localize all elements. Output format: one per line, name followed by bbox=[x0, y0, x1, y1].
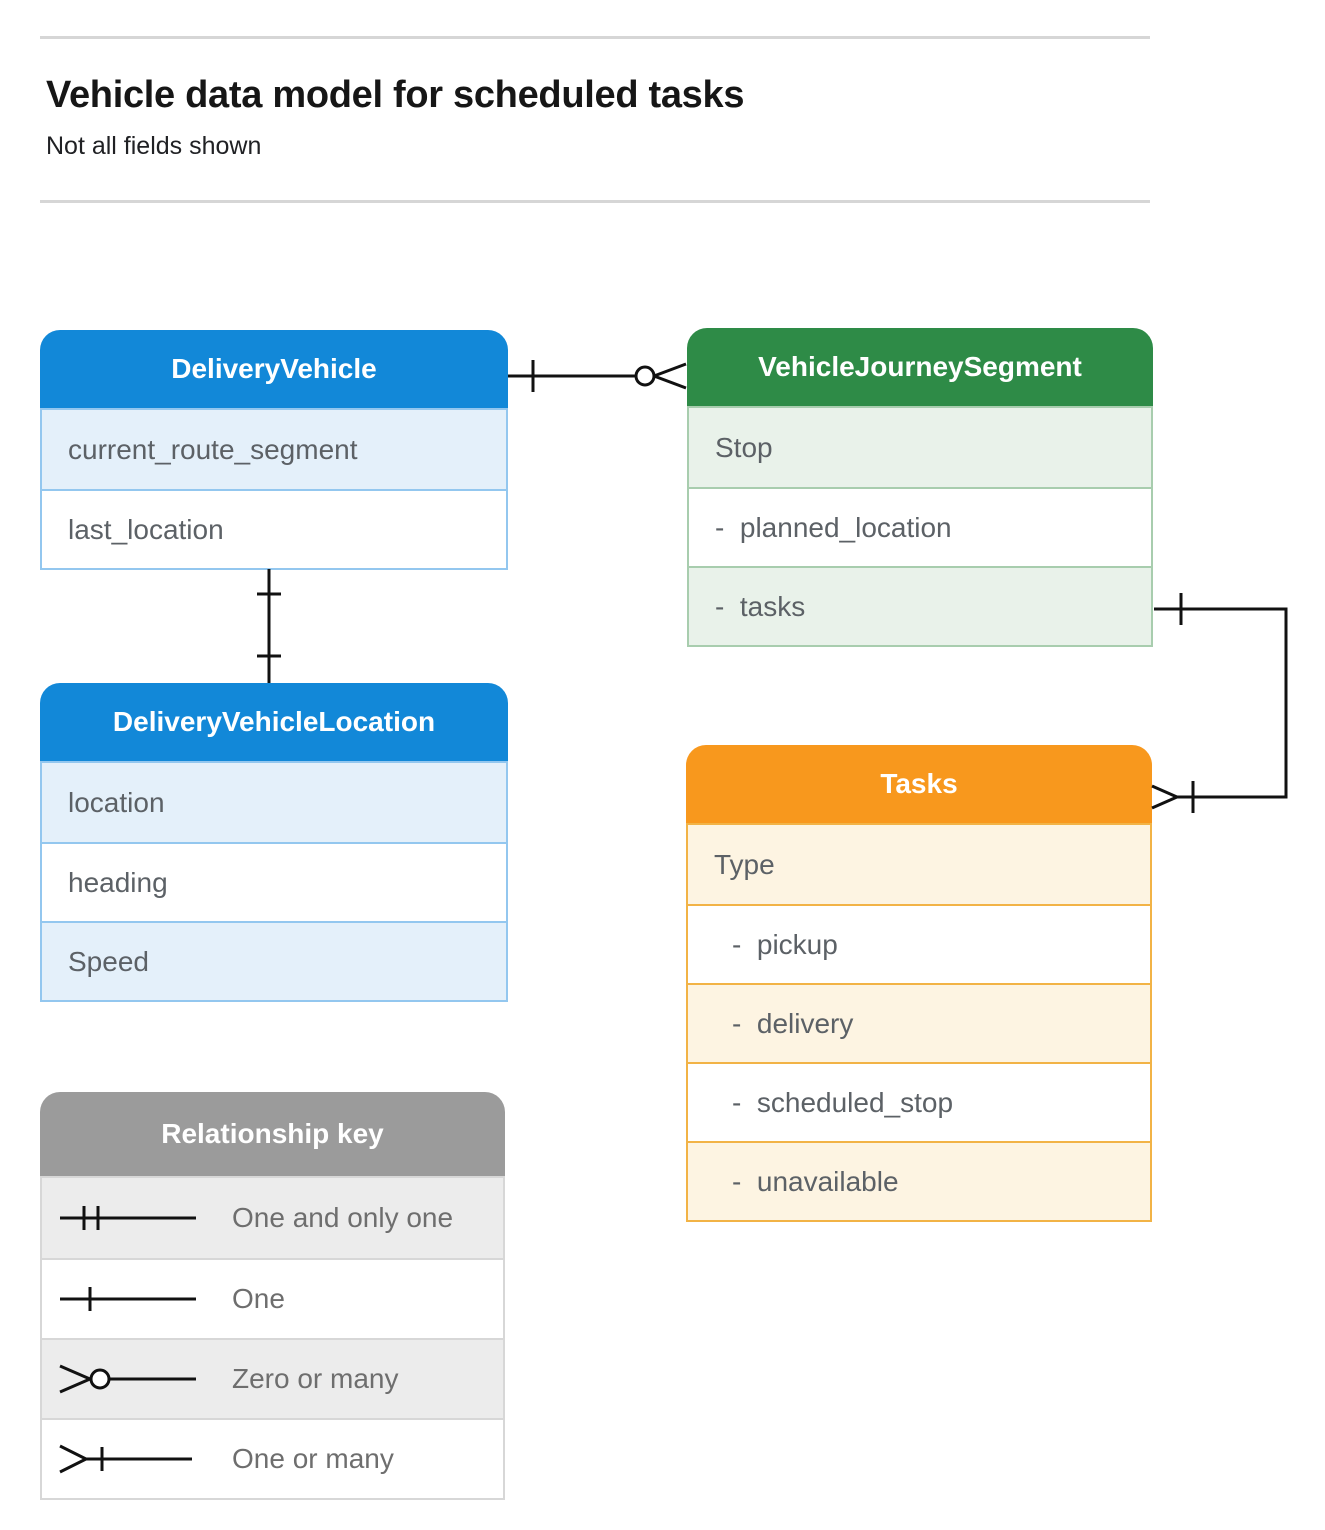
legend-title: Relationship key bbox=[40, 1092, 505, 1176]
one-and-only-one-icon bbox=[56, 1190, 206, 1246]
field-row: - unavailable bbox=[688, 1141, 1150, 1220]
field-row: - tasks bbox=[689, 566, 1151, 645]
legend-item-label: One bbox=[232, 1283, 285, 1314]
field-row: Type bbox=[688, 825, 1150, 904]
entity-delivery-vehicle-title: DeliveryVehicle bbox=[40, 330, 508, 408]
connector-vehiclejourneysegment-tasks-to-tasks bbox=[1151, 593, 1288, 813]
field-row: Stop bbox=[689, 408, 1151, 487]
legend-item: One or many bbox=[42, 1418, 503, 1498]
legend-item-label: One and only one bbox=[232, 1202, 454, 1233]
one-icon bbox=[56, 1271, 206, 1327]
field-row: current_route_segment bbox=[42, 410, 506, 489]
legend-item-label: One or many bbox=[232, 1443, 394, 1474]
entity-tasks-fields: Type- pickup- delivery- scheduled_stop- … bbox=[686, 823, 1152, 1222]
connector-deliveryvehicle-to-vehiclejourneysegment bbox=[508, 360, 687, 392]
entity-delivery-vehicle-location-title: DeliveryVehicleLocation bbox=[40, 683, 508, 761]
entity-vehicle-journey-segment-title: VehicleJourneySegment bbox=[687, 328, 1153, 406]
entity-vehicle-journey-segment-fields: Stop- planned_location- tasks bbox=[687, 406, 1153, 647]
field-row: heading bbox=[42, 842, 506, 921]
field-row: Speed bbox=[42, 921, 506, 1000]
page-subtitle: Not all fields shown bbox=[46, 132, 262, 160]
one-or-many-icon bbox=[56, 1431, 206, 1487]
many-crow-foot bbox=[1151, 795, 1178, 810]
divider-bottom bbox=[40, 200, 1150, 203]
legend-item: One bbox=[42, 1258, 503, 1338]
entity-vehicle-journey-segment: VehicleJourneySegment Stop- planned_loca… bbox=[687, 328, 1153, 647]
field-row: last_location bbox=[42, 489, 506, 568]
field-row: - scheduled_stop bbox=[688, 1062, 1150, 1141]
many-crow-foot bbox=[653, 362, 687, 378]
field-row: - delivery bbox=[688, 983, 1150, 1062]
legend-item: Zero or many bbox=[42, 1338, 503, 1418]
entity-tasks: Tasks Type- pickup- delivery- scheduled_… bbox=[686, 745, 1152, 1222]
divider-top bbox=[40, 36, 1150, 39]
connector-deliveryvehicle-to-deliveryvehiclelocation bbox=[257, 569, 281, 683]
field-row: - pickup bbox=[688, 904, 1150, 983]
field-row: - planned_location bbox=[689, 487, 1151, 566]
entity-tasks-title: Tasks bbox=[686, 745, 1152, 823]
many-crow-foot bbox=[653, 374, 687, 390]
legend-item-label: Zero or many bbox=[232, 1363, 399, 1394]
zero-circle bbox=[634, 365, 656, 387]
page-title: Vehicle data model for scheduled tasks bbox=[46, 74, 745, 116]
legend-item: One and only one bbox=[42, 1178, 503, 1258]
many-crow-foot bbox=[1151, 784, 1178, 799]
field-row: location bbox=[42, 763, 506, 842]
zero-or-many-icon bbox=[56, 1351, 206, 1407]
